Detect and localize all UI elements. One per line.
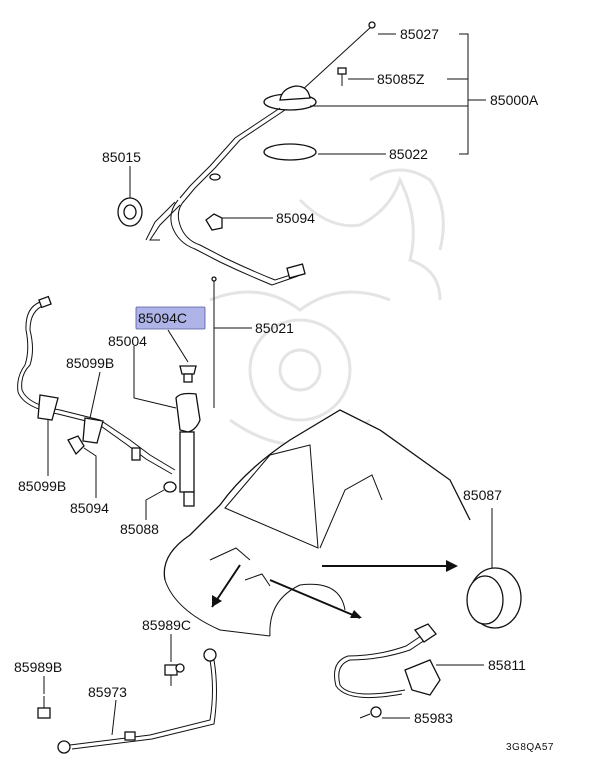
diagram-code: 3G8QA57 (506, 742, 554, 753)
label-85983: 85983 (414, 710, 453, 726)
label-85094c: 85094C (138, 310, 187, 326)
label-85000a: 85000A (490, 92, 539, 108)
screw-85085z (337, 67, 347, 86)
label-85027: 85027 (400, 26, 439, 42)
bolt-85989b (37, 696, 51, 719)
label-85088: 85088 (120, 521, 159, 537)
nut-85004 (179, 365, 197, 383)
grommet-85015 (117, 197, 143, 227)
ground-strap-85973 (57, 648, 217, 754)
label-85087: 85087 (463, 487, 502, 503)
label-85973: 85973 (88, 684, 127, 700)
roof-antenna (145, 21, 376, 286)
label-85004: 85004 (108, 333, 147, 349)
label-85099b-lower: 85099B (18, 478, 66, 494)
motor-antenna-body (175, 392, 201, 507)
harness-left (17, 295, 176, 475)
label-85989c: 85989C (142, 617, 191, 633)
label-85989b: 85989B (14, 659, 62, 675)
pointer-arrows (211, 560, 458, 619)
label-85022: 85022 (389, 146, 428, 162)
label-85811: 85811 (488, 657, 526, 673)
clip-85094-top (205, 213, 223, 231)
highlight-85094c (135, 306, 206, 330)
label-85085z: 85085Z (377, 71, 425, 87)
cap-85087 (466, 567, 522, 629)
sensor-85811 (334, 623, 441, 699)
bolt-85989c (164, 663, 185, 686)
leader-lines (43, 33, 493, 736)
label-85015: 85015 (102, 149, 141, 165)
antenna-rod-85021 (211, 276, 217, 408)
car-body (163, 409, 471, 637)
label-85094-top: 85094 (276, 210, 315, 226)
label-85099b-upper: 85099B (66, 355, 114, 371)
bolt-85983 (359, 706, 382, 719)
grommet-85088 (163, 481, 177, 493)
label-85094-lower: 85094 (70, 500, 109, 516)
label-85021: 85021 (255, 320, 294, 336)
clip-85094-lower (67, 435, 85, 456)
